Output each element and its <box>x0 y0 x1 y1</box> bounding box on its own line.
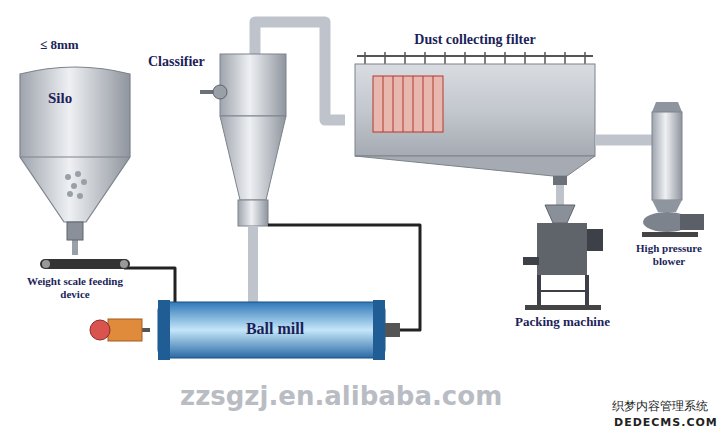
gear-box <box>108 319 142 341</box>
weight-feeder: Weight scale feeding device <box>10 255 140 313</box>
top-rail <box>357 55 593 57</box>
rail-post <box>404 52 406 64</box>
classifier-drum <box>220 54 286 116</box>
watermark: DEDECMS.COM <box>614 417 718 430</box>
node-label: Packing machine <box>495 315 630 330</box>
blower-base <box>642 232 698 237</box>
return-stub <box>248 290 258 302</box>
filter-body <box>355 64 595 156</box>
packer-hopper <box>545 205 575 223</box>
rail-post <box>584 52 586 64</box>
drive-shaft <box>142 328 150 332</box>
mill-outlet <box>385 323 400 337</box>
blower-cap <box>652 102 682 112</box>
rail-post <box>564 52 566 64</box>
rail-post <box>484 52 486 64</box>
feed-line <box>140 268 175 290</box>
bag-line <box>383 76 384 132</box>
drive-motor <box>90 320 110 340</box>
rail-post <box>364 52 366 64</box>
silo: Silo <box>20 62 130 240</box>
pipe-stub <box>248 226 258 258</box>
node-label: High pressure blower <box>624 242 714 267</box>
shape-outline <box>148 40 298 258</box>
mill-flange <box>373 300 385 360</box>
packing-machine: Packing machine <box>495 195 630 345</box>
watermark: zzsgzj.en.alibaba.com <box>180 382 502 412</box>
silo-seam <box>20 157 130 158</box>
return-pipe <box>248 258 258 290</box>
frame-bar <box>539 290 587 292</box>
material-dot <box>75 171 81 177</box>
classifier: Classifier <box>148 40 298 258</box>
node-label: Weight scale feeding device <box>25 275 125 300</box>
filter-outlet <box>553 176 567 185</box>
roller <box>120 260 128 268</box>
control-box <box>587 229 603 251</box>
ball-mill: Ball mill <box>150 290 400 375</box>
classifier-cone <box>220 116 286 200</box>
discharge-pipe <box>556 185 564 195</box>
classifier-base <box>238 200 268 226</box>
pipe-stub <box>595 135 605 146</box>
watermark: 织梦内容管理系统 <box>612 400 708 414</box>
packer-base <box>525 305 601 310</box>
inlet-stub <box>174 290 177 302</box>
mill-flange <box>158 300 170 360</box>
packer-body <box>537 223 587 275</box>
node-label: Dust collecting filter <box>345 32 605 48</box>
material-dot <box>67 191 73 197</box>
chute <box>72 240 78 255</box>
material-dot <box>81 179 87 185</box>
node-label: Classifier <box>148 54 298 70</box>
rail-post <box>504 52 506 64</box>
pipe-stub <box>556 195 564 205</box>
filter-hopper <box>355 156 595 176</box>
shape-outline <box>345 30 605 185</box>
rail-post <box>464 52 466 64</box>
material-dot <box>77 193 83 199</box>
node-label: Ball mill <box>150 320 400 338</box>
rail-post <box>384 52 386 64</box>
blower: High pressure blower <box>620 100 718 272</box>
size-note: ≤ 8mm <box>40 38 79 53</box>
bag-line <box>423 76 424 132</box>
shape-outline <box>20 62 130 240</box>
bag-line <box>433 76 434 132</box>
roller <box>42 260 50 268</box>
drive-hub <box>213 85 227 99</box>
air-pipe <box>605 135 620 146</box>
filling-spout <box>523 257 539 265</box>
bag-line <box>393 76 394 132</box>
rail-post <box>444 52 446 64</box>
material-dot <box>65 174 71 180</box>
conveyor-belt <box>40 259 130 269</box>
blower-cone <box>652 200 682 212</box>
rail-post <box>544 52 546 64</box>
blower-motor <box>680 214 704 230</box>
bag-line <box>413 76 414 132</box>
node-label: Silo <box>20 90 130 107</box>
bag-line <box>403 76 404 132</box>
silo-outlet <box>67 222 83 240</box>
rail-post <box>424 52 426 64</box>
silo-body <box>20 67 130 222</box>
blower-body <box>652 112 682 200</box>
pipe-stub <box>250 40 261 54</box>
inlet-stub <box>268 224 298 227</box>
dust-filter: Dust collecting filter <box>345 30 605 185</box>
rail-post <box>524 52 526 64</box>
material-dot <box>71 183 77 189</box>
pipe-stub <box>620 135 652 146</box>
filter-bags <box>373 76 443 132</box>
